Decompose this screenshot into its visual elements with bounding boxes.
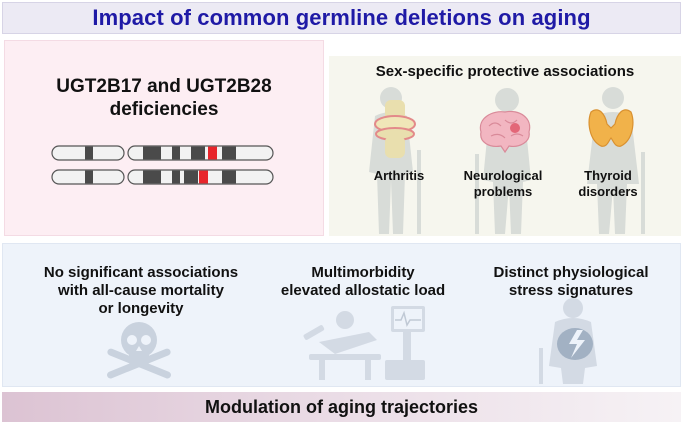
condition-label-line1: Thyroid — [584, 168, 632, 183]
footer-banner: Modulation of aging trajectories — [2, 392, 681, 422]
chromosome-1 — [51, 145, 274, 161]
finding-line: Multimorbidity — [311, 264, 415, 281]
ugt-panel-title: UGT2B17 and UGT2B28 deficiencies — [5, 75, 323, 121]
sex-panel-heading: Sex-specific protective associations — [375, 63, 635, 80]
brain-icon — [479, 110, 531, 154]
knee-joint-icon — [374, 100, 416, 158]
finding-line: stress signatures — [508, 282, 634, 299]
page-title: Impact of common germline deletions on a… — [92, 5, 591, 30]
chromosome-pair-icon — [51, 145, 274, 185]
condition-label-line2: disorders — [578, 184, 638, 199]
ugt-title-line1: UGT2B17 and UGT2B28 — [56, 76, 272, 97]
condition-thyroid: Thyroid disorders — [563, 168, 653, 200]
chromosome-2 — [51, 169, 274, 185]
sex-specific-panel: Sex-specific protective associations — [329, 56, 681, 236]
finding-line: Distinct physiological — [493, 264, 649, 281]
finding-line: with all-cause mortality — [58, 282, 224, 299]
elderly-person-icon — [475, 88, 531, 234]
patient-monitor-icon — [303, 306, 425, 380]
stressed-person-icon — [539, 298, 597, 384]
condition-label-line1: Neurological — [463, 168, 543, 183]
ugt-deficiency-panel: UGT2B17 and UGT2B28 deficiencies — [4, 40, 324, 236]
ugt-title-line2: deficiencies — [109, 99, 219, 120]
finding-multimorbidity: Multimorbidity elevated allostatic load — [263, 264, 463, 300]
condition-arthritis: Arthritis — [359, 168, 439, 184]
finding-line: No significant associations — [43, 264, 239, 281]
findings-panel: No significant associations with all-cau… — [2, 243, 681, 387]
finding-mortality: No significant associations with all-cau… — [21, 264, 261, 318]
condition-neurological: Neurological problems — [453, 168, 553, 200]
deletion-mark — [208, 146, 217, 160]
condition-label-line2: problems — [473, 184, 533, 199]
deletion-mark — [199, 170, 208, 184]
footer-text: Modulation of aging trajectories — [204, 396, 478, 417]
condition-label-line1: Arthritis — [373, 168, 425, 183]
finding-stress: Distinct physiological stress signatures — [471, 264, 671, 300]
finding-line: elevated allostatic load — [280, 282, 446, 299]
finding-line: or longevity — [98, 300, 184, 317]
title-banner: Impact of common germline deletions on a… — [2, 2, 681, 34]
skull-crossbones-icon — [107, 322, 171, 379]
thyroid-icon — [588, 109, 634, 147]
